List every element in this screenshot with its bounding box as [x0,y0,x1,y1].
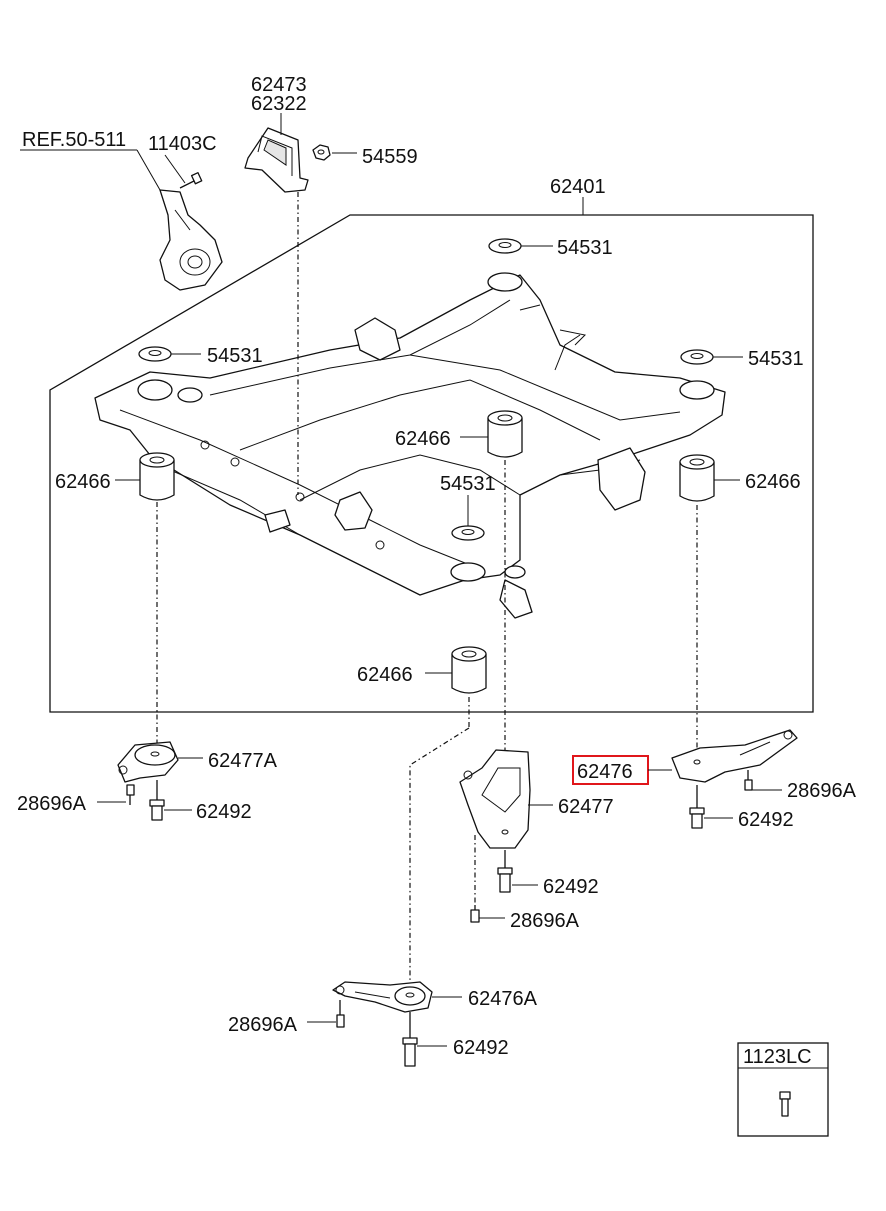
washer-54531-right [680,349,714,365]
bolt-28696A-center [470,905,480,923]
label-62476A: 62476A [468,988,538,1010]
bushing-62466-right [679,454,715,502]
bolt-62492-bottom [402,1012,418,1067]
bolt-62492-center [497,850,513,893]
bolt-28696A-right [744,770,753,791]
label-28696A-left: 28696A [17,793,87,815]
nut-54559 [312,144,331,161]
steering-knuckle-ref [159,189,223,291]
label-62492-center: 62492 [543,876,599,898]
bolt-1123LC [779,1091,791,1117]
leader-11403C [164,154,186,184]
washer-54531-center [451,525,485,541]
label-54559: 54559 [362,146,418,168]
label-54531-center: 54531 [440,473,496,495]
label-62492-left: 62492 [196,801,252,823]
bushing-62466-upper-center [487,410,523,458]
bushing-62466-left [139,452,175,501]
stopper-62477A [117,741,179,783]
washer-54531-left [138,346,172,362]
stopper-62476A [332,981,433,1013]
label-62492-right: 62492 [738,809,794,831]
washer-54531-top [488,238,522,254]
subframe-group-outline [49,214,814,713]
label-54531-right: 54531 [748,348,804,370]
stopper-62476 [671,729,798,783]
label-62477A: 62477A [208,750,278,772]
bracket-62477 [459,749,531,849]
leader-ref [136,149,161,191]
label-11403C: 11403C [148,133,217,155]
front-subframe [94,272,726,619]
bushing-62466-lower-center [451,646,487,694]
mount-bracket-62473 [244,127,309,193]
bolt-11403C [179,172,203,189]
label-62473: 62473 [251,74,307,96]
label-ref: REF.50-511 [22,129,126,151]
label-54531-top: 54531 [557,237,613,259]
label-62466-left: 62466 [55,471,111,493]
label-62466-right: 62466 [745,471,801,493]
label-62477: 62477 [558,796,614,818]
label-62322: 62322 [251,93,307,115]
bolt-62492-left [149,780,165,821]
label-62492-bottom: 62492 [453,1037,509,1059]
label-62466-upper-center: 62466 [395,428,451,450]
label-28696A-bottom: 28696A [228,1014,298,1036]
bolt-62492-right [689,785,705,829]
label-62476: 62476 [577,761,633,783]
bolt-28696A-left [126,784,135,805]
label-62466-lower-center: 62466 [357,664,413,686]
label-1123LC: 1123LC [743,1046,812,1068]
label-62401: 62401 [550,176,606,198]
bolt-28696A-bottom [336,1000,345,1028]
label-28696A-center: 28696A [510,910,580,932]
dashline-lower-center-diag [409,727,470,990]
inset-box-1123LC [737,1042,829,1137]
label-54531-left: 54531 [207,345,263,367]
label-28696A-right: 28696A [787,780,857,802]
